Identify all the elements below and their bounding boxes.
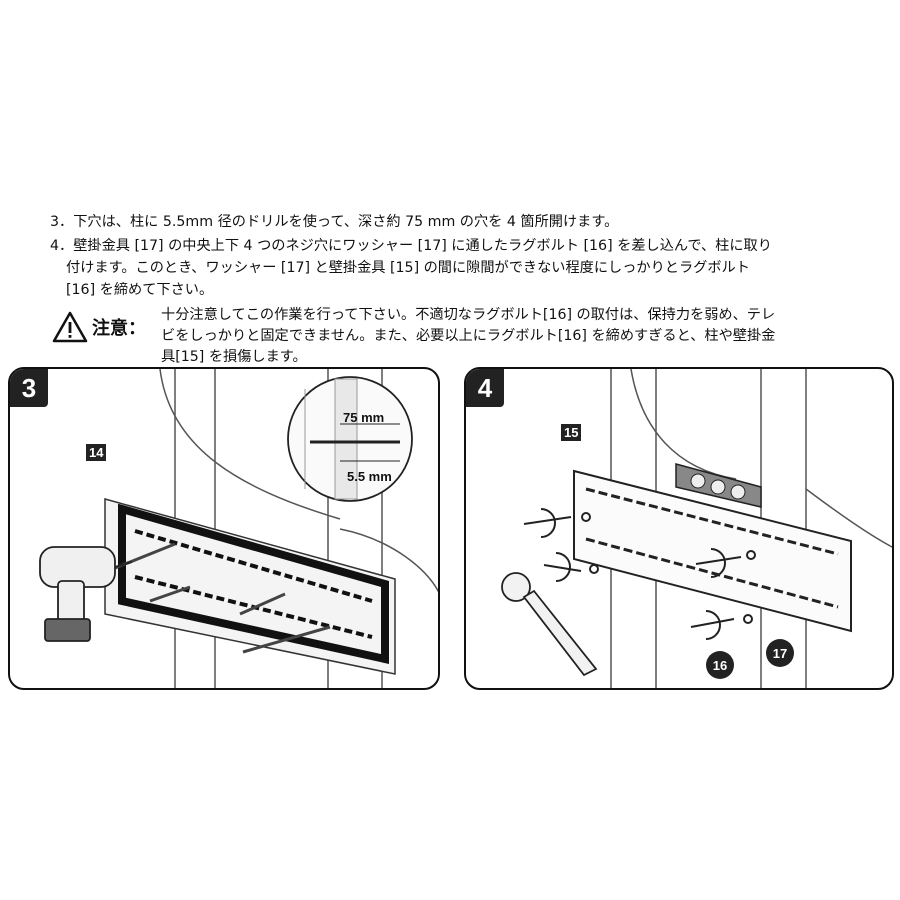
bracket-outline <box>118 503 389 664</box>
step-4-illustration-panel: 4 15 16 17 <box>464 367 894 690</box>
step-4-badge: 4 <box>466 369 504 407</box>
ratchet-wrench-icon <box>501 572 598 677</box>
diameter-dimension-label: 5.5 mm <box>347 469 392 484</box>
caution-line-3: 具[15] を損傷します。 <box>161 349 307 365</box>
step-3-instruction: 3．下穴は、柱に 5.5mm 径のドリルを使って、深さ約 75 mm の穴を 4… <box>50 214 619 230</box>
step-3-badge: 3 <box>10 369 48 407</box>
caution-colon: ： <box>128 318 146 339</box>
caution-line-1: 十分注意してこの作業を行って下さい。不適切なラグボルト[16] の取付は、保持力… <box>161 307 776 323</box>
washer-callout-17: 17 <box>766 639 794 667</box>
step-3-illustration-panel: 3 14 75 mm 5.5 mm <box>8 367 440 690</box>
warning-triangle-icon <box>52 311 88 343</box>
caution-label: 注意 <box>92 318 128 339</box>
bolting-illustration <box>501 369 892 688</box>
drilling-illustration <box>39 369 438 688</box>
part-label-14: 14 <box>86 444 107 461</box>
step-4-instruction-line-3: [16] を締めて下さい。 <box>66 282 214 298</box>
bolt-callout-16: 16 <box>706 651 734 679</box>
depth-dimension-label: 75 mm <box>343 410 385 425</box>
part-label-15: 15 <box>561 424 582 441</box>
caution-heading: 注意 ： <box>52 311 146 343</box>
power-drill-icon <box>39 546 133 642</box>
caution-line-2: ビをしっかりと固定できません。また、必要以上にラグボルト[16] を締めすぎると… <box>161 328 776 344</box>
step-4-instruction-line-1: 4．壁掛金具 [17] の中央上下 4 つのネジ穴にワッシャー [17] に通し… <box>50 238 772 254</box>
spirit-level-icon <box>675 463 762 508</box>
step-4-instruction-line-2: 付けます。このとき、ワッシャー [17] と壁掛金具 [15] の間に隙間ができ… <box>66 260 750 276</box>
